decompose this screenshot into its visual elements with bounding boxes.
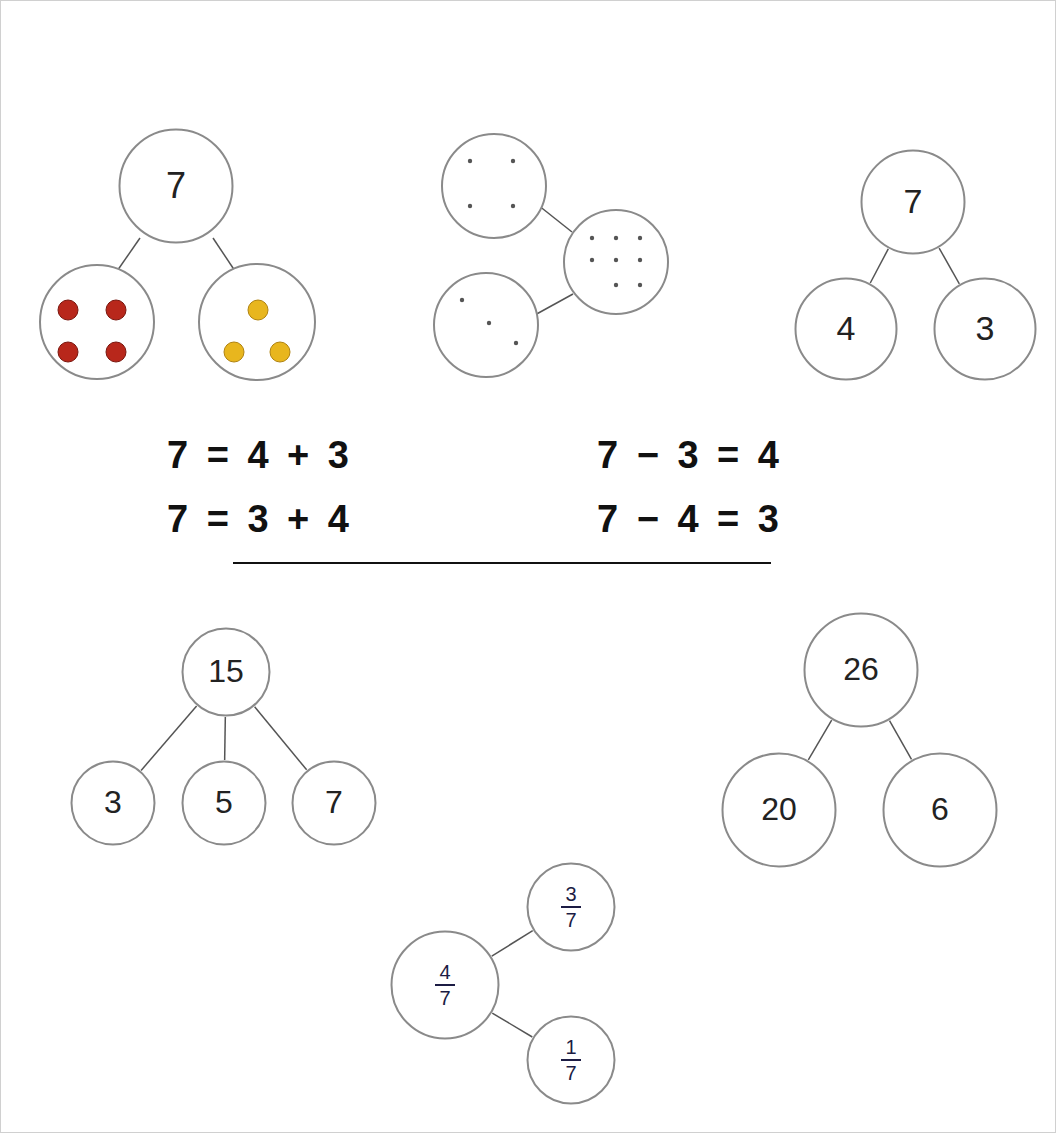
bond-line (492, 1013, 532, 1037)
bond-line (141, 706, 197, 770)
counter-circle (40, 265, 154, 379)
bond-line (870, 249, 888, 283)
number-circle: 4 (794, 277, 898, 381)
number-circle: 3 (933, 277, 1037, 381)
number-circle: 5 (181, 760, 267, 846)
bond-line (808, 720, 831, 760)
number-circle: 6 (882, 752, 998, 868)
number-circle: 26 (803, 612, 919, 728)
number-circle: 7 (291, 760, 377, 846)
counter-circle (199, 264, 315, 380)
number-text: 7 (166, 166, 186, 206)
numerator: 1 (561, 1035, 580, 1061)
dots (460, 159, 642, 345)
number-text: 7 (325, 785, 343, 820)
dot-circle (564, 210, 668, 314)
bond-line (890, 721, 912, 760)
denominator: 7 (435, 986, 454, 1010)
numerator: 3 (561, 882, 580, 908)
number-circle: 7 (860, 149, 966, 255)
bond-line (538, 205, 572, 232)
bond-line (224, 717, 226, 760)
number-text: 7 (904, 183, 923, 220)
denominator: 7 (561, 908, 580, 932)
bond-line (533, 294, 573, 316)
dot-circle (442, 134, 546, 238)
number-text: 15 (208, 654, 244, 689)
number-text: 5 (215, 785, 233, 820)
equation: 7 − 4 = 3 (597, 498, 779, 541)
divider-rule (233, 562, 771, 564)
equation: 7 − 3 = 4 (597, 434, 779, 477)
yellow-counters (224, 300, 290, 362)
number-circle: 47 (390, 930, 500, 1040)
number-text: 3 (104, 785, 122, 820)
number-circle: 3 (70, 760, 156, 846)
dot-circle (434, 273, 538, 377)
number-circle: 7 (118, 128, 234, 244)
number-circle: 17 (526, 1015, 616, 1105)
red-counters (58, 300, 126, 362)
number-circle: 15 (181, 627, 271, 717)
numerator: 4 (435, 960, 454, 986)
number-circle: 20 (721, 752, 837, 868)
number-text: 4 (837, 310, 856, 347)
equation: 7 = 3 + 4 (167, 498, 349, 541)
bond-line (255, 707, 307, 770)
number-text: 26 (843, 652, 879, 687)
number-text: 20 (761, 792, 797, 827)
denominator: 7 (561, 1061, 580, 1085)
equation: 7 = 4 + 3 (167, 434, 349, 477)
bond-line (492, 931, 533, 956)
number-circle: 37 (526, 862, 616, 952)
number-text: 3 (976, 310, 995, 347)
bond-line (939, 248, 959, 284)
number-text: 6 (931, 792, 949, 827)
